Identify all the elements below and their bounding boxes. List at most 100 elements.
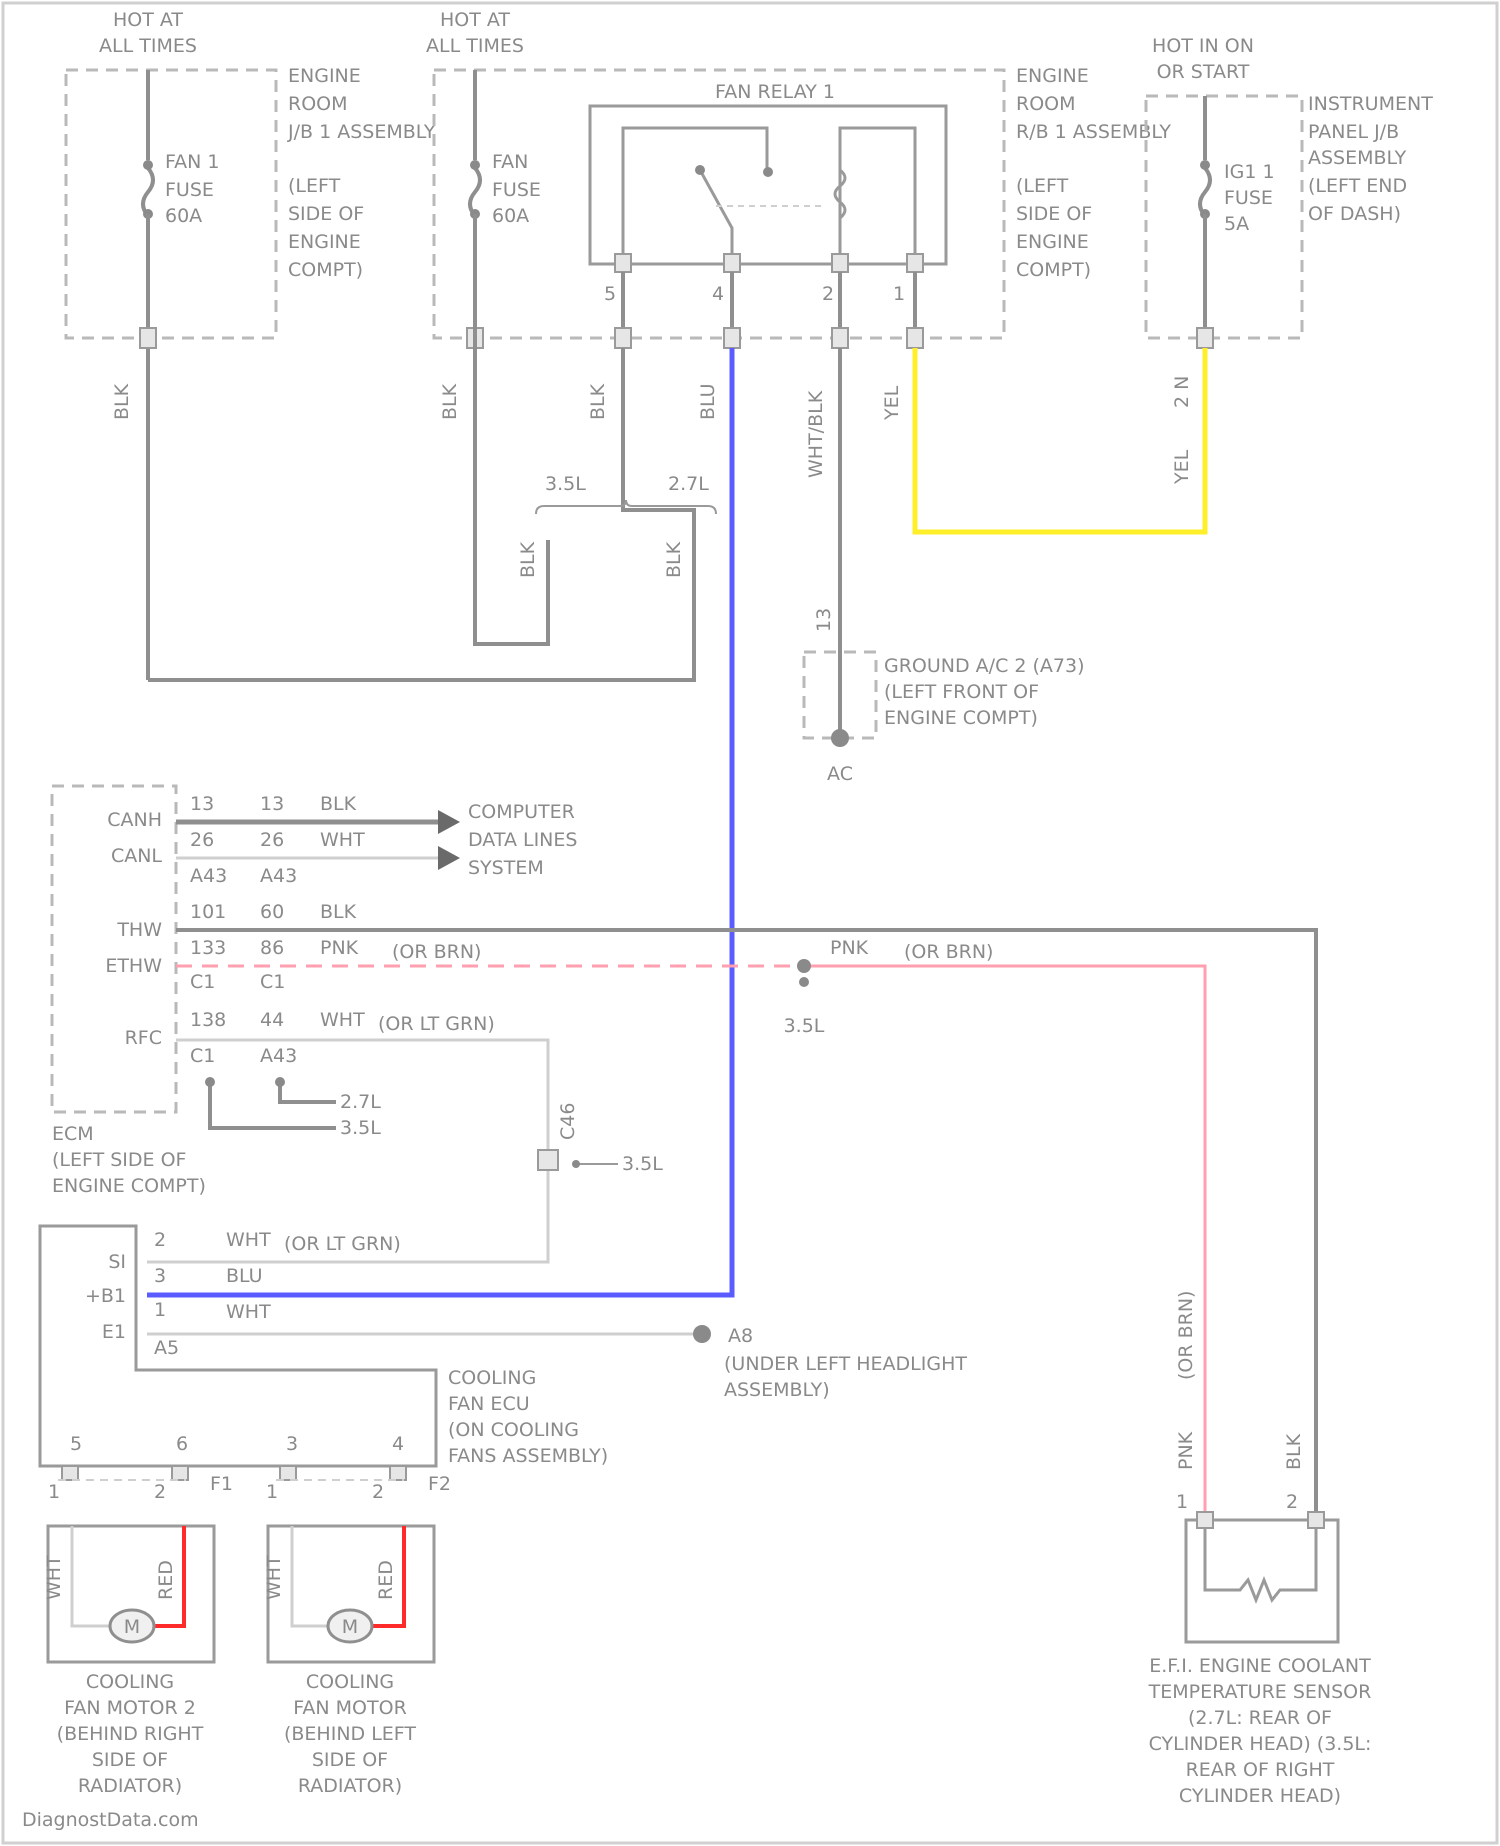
hot-at-all-times-1: HOT AT ALL TIMES (99, 9, 197, 57)
relay-switch-pivot (695, 165, 705, 175)
ground-a8-id: A8 (728, 1325, 753, 1347)
fan-ecu-bottom-pin-labels: 5 6 3 4 (70, 1433, 404, 1455)
svg-text:13: 13 (190, 793, 214, 815)
svg-text:HOT IN ON: HOT IN ON (1152, 35, 1254, 57)
svg-text:A43: A43 (190, 865, 227, 887)
ecm-or-lt-grn: (OR LT GRN) (378, 1013, 495, 1035)
svg-text:(LEFT: (LEFT (288, 175, 341, 197)
svg-text:CANL: CANL (111, 845, 162, 867)
sensor-pin1-terminal (1197, 1512, 1213, 1528)
footer-watermark: DiagnostData.com (22, 1809, 199, 1831)
svg-text:ENGINE COMPT): ENGINE COMPT) (884, 707, 1038, 729)
rb-pin4-terminal (724, 328, 740, 348)
hot-at-all-times-2: HOT AT ALL TIMES (426, 9, 524, 57)
relay-pin5-blk-wire (623, 348, 694, 540)
svg-text:FAN MOTOR: FAN MOTOR (293, 1697, 407, 1719)
variant-label-3-5l-b: 3.5L (340, 1117, 381, 1139)
svg-text:SIDE OF: SIDE OF (1016, 203, 1092, 225)
svg-text:1: 1 (154, 1299, 166, 1321)
svg-text:PANEL J/B: PANEL J/B (1308, 121, 1399, 143)
motor2-wht-label: WHT (43, 1555, 65, 1600)
svg-text:5: 5 (70, 1433, 82, 1455)
ground-a8-node (693, 1325, 711, 1343)
svg-text:5A: 5A (1224, 213, 1249, 235)
svg-text:RADIATOR): RADIATOR) (78, 1775, 182, 1797)
svg-text:COMPT): COMPT) (1016, 259, 1091, 281)
svg-text:ENGINE COMPT): ENGINE COMPT) (52, 1175, 206, 1197)
fan1-fuse-node-top (143, 160, 153, 170)
svg-text:(BEHIND RIGHT: (BEHIND RIGHT (57, 1723, 204, 1745)
ethw-pnk-wire (804, 966, 1205, 1520)
svg-text:A43: A43 (260, 865, 297, 887)
wire-label-blk-3: BLK (587, 383, 609, 420)
svg-text:(LEFT END: (LEFT END (1308, 175, 1407, 197)
svg-text:BLU: BLU (226, 1265, 263, 1287)
svg-text:E.F.I. ENGINE COOLANT: E.F.I. ENGINE COOLANT (1149, 1655, 1371, 1677)
cooling-fan-motor-2-label: COOLING FAN MOTOR 2 (BEHIND RIGHT SIDE O… (57, 1671, 204, 1797)
svg-text:ALL TIMES: ALL TIMES (426, 35, 524, 57)
fan-fuse-label: FAN FUSE 60A (492, 151, 541, 227)
svg-text:FUSE: FUSE (492, 179, 541, 201)
ecm-signal-labels: CANH CANL THW ETHW RFC (105, 809, 162, 1049)
wire-label-blk-5: BLK (663, 541, 685, 578)
ground-ac-id: AC (827, 763, 853, 785)
svg-text:HOT AT: HOT AT (113, 9, 183, 31)
ethw-splice-node (797, 959, 811, 973)
coolant-sensor-label: E.F.I. ENGINE COOLANT TEMPERATURE SENSOR… (1148, 1655, 1372, 1807)
svg-text:4: 4 (712, 283, 724, 305)
svg-text:WHT: WHT (320, 1009, 365, 1031)
fan-relay-1-label: FAN RELAY 1 (715, 81, 835, 103)
svg-text:M: M (124, 1616, 140, 1638)
svg-text:SYSTEM: SYSTEM (468, 857, 544, 879)
c46-label: C46 (557, 1103, 579, 1140)
wire-label-blk-4: BLK (517, 541, 539, 578)
svg-text:101: 101 (190, 901, 226, 923)
ecm-or-brn-1: (OR BRN) (392, 941, 481, 963)
ground-ac-label: GROUND A/C 2 (A73) (LEFT FRONT OF ENGINE… (884, 655, 1085, 729)
wire-label-13: 13 (813, 608, 835, 632)
ig1-terminal (1197, 328, 1213, 348)
svg-text:WHT: WHT (320, 829, 365, 851)
svg-text:HOT AT: HOT AT (440, 9, 510, 31)
blk-ground-loop-wire (148, 540, 694, 680)
variant-label-2-7l: 2.7L (668, 473, 709, 495)
can-h-arrow-icon (438, 810, 460, 834)
ecm-ground-node-2 (275, 1077, 285, 1087)
svg-text:BLK: BLK (320, 901, 357, 923)
svg-text:60: 60 (260, 901, 284, 923)
svg-text:FANS ASSEMBLY): FANS ASSEMBLY) (448, 1445, 608, 1467)
svg-text:2: 2 (372, 1481, 384, 1503)
relay-pin2-terminal (832, 254, 848, 272)
svg-text:COMPT): COMPT) (288, 259, 363, 281)
svg-text:BLK: BLK (320, 793, 357, 815)
svg-text:SIDE OF: SIDE OF (92, 1749, 168, 1771)
svg-text:F1: F1 (210, 1473, 233, 1495)
svg-text:1: 1 (893, 283, 905, 305)
svg-text:GROUND A/C 2 (A73): GROUND A/C 2 (A73) (884, 655, 1085, 677)
svg-text:ENGINE: ENGINE (1016, 231, 1089, 253)
ecm-label: ECM (LEFT SIDE OF ENGINE COMPT) (52, 1123, 206, 1197)
svg-text:THW: THW (116, 919, 162, 941)
ecm-ground-2-7l-wire (280, 1082, 336, 1102)
relay-coil-frame (840, 128, 915, 256)
svg-text:OR START: OR START (1157, 61, 1250, 83)
svg-text:3: 3 (286, 1433, 298, 1455)
motor2-wht-wire (72, 1526, 114, 1626)
svg-text:(LEFT SIDE OF: (LEFT SIDE OF (52, 1149, 186, 1171)
wire-label-wht-blk: WHT/BLK (805, 390, 827, 478)
svg-text:CANH: CANH (107, 809, 162, 831)
svg-text:IG1 1: IG1 1 (1224, 161, 1275, 183)
svg-text:RFC: RFC (125, 1027, 162, 1049)
svg-text:(UNDER LEFT HEADLIGHT: (UNDER LEFT HEADLIGHT (724, 1353, 967, 1375)
svg-text:(2.7L: REAR OF: (2.7L: REAR OF (1188, 1707, 1332, 1729)
svg-text:SIDE OF: SIDE OF (312, 1749, 388, 1771)
svg-text:ECM: ECM (52, 1123, 94, 1145)
motor-1-symbol-icon: M (328, 1610, 372, 1642)
svg-text:TEMPERATURE SENSOR: TEMPERATURE SENSOR (1148, 1681, 1372, 1703)
svg-text:SI: SI (108, 1251, 126, 1273)
fan-fuse-icon (470, 168, 480, 216)
ecm-box (52, 786, 176, 1112)
svg-text:133: 133 (190, 937, 226, 959)
relay-contact-wire (623, 128, 767, 256)
motor1-wht-wire (292, 1526, 332, 1626)
